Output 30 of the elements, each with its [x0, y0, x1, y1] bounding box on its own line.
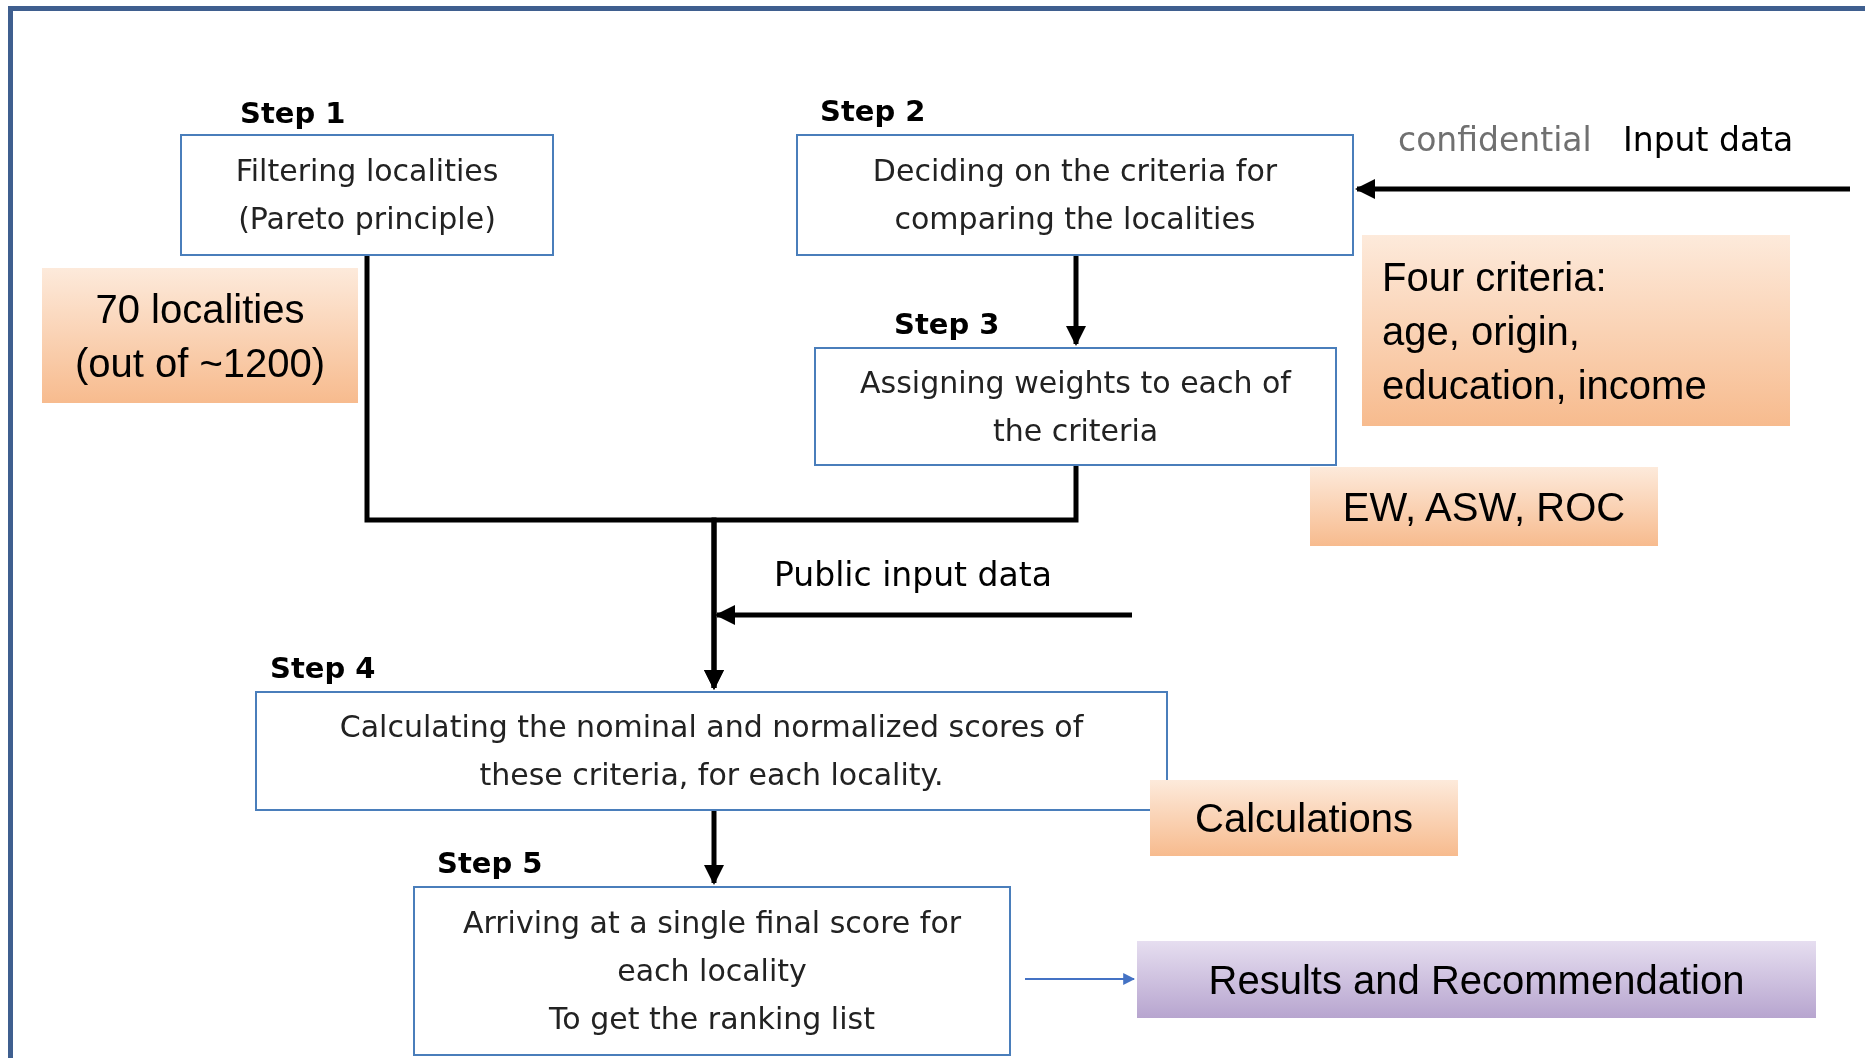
box-text: Arriving at a single final score for each locality [461, 904, 963, 990]
note-text: Calculations [1195, 795, 1413, 842]
arrow [1355, 179, 1850, 199]
step-heading: Step 4 [270, 651, 376, 685]
arrow [704, 811, 724, 885]
note-box [1150, 780, 1458, 856]
box-text: Assigning weights to each of the criteria [859, 363, 1293, 450]
note-text: EW, ASW, ROC [1342, 483, 1626, 531]
arrow [715, 605, 1132, 625]
note-text: 70 localities (out of ~1200) [73, 285, 327, 387]
step-heading: Step 2 [820, 94, 926, 128]
input-label: confidential [1398, 120, 1592, 159]
arrow [1066, 256, 1086, 346]
box-text: Filtering localities (Pareto principle) [234, 152, 500, 238]
note-box [1362, 235, 1790, 426]
note-box [42, 268, 358, 403]
note-text: Four criteria: [1382, 253, 1607, 301]
input-label: Input data [1623, 120, 1794, 159]
step-heading: Step 1 [240, 96, 346, 130]
step-heading: Step 3 [894, 307, 1000, 341]
arrow [704, 466, 1079, 690]
box-text: Deciding on the criteria for comparing the localities [871, 152, 1279, 238]
step-heading: Step 5 [437, 846, 543, 880]
box-text: To get the ranking list [549, 1000, 875, 1038]
note-text: age, origin, education, income [1382, 307, 1708, 409]
arrow [1024, 973, 1136, 985]
result-box [1137, 941, 1816, 1018]
note-box [1310, 467, 1658, 546]
note-text: Results and Recommendation [1208, 956, 1745, 1004]
box-text: Calculating the nominal and normalized scores of these criteria, for each locality. [338, 708, 1085, 794]
